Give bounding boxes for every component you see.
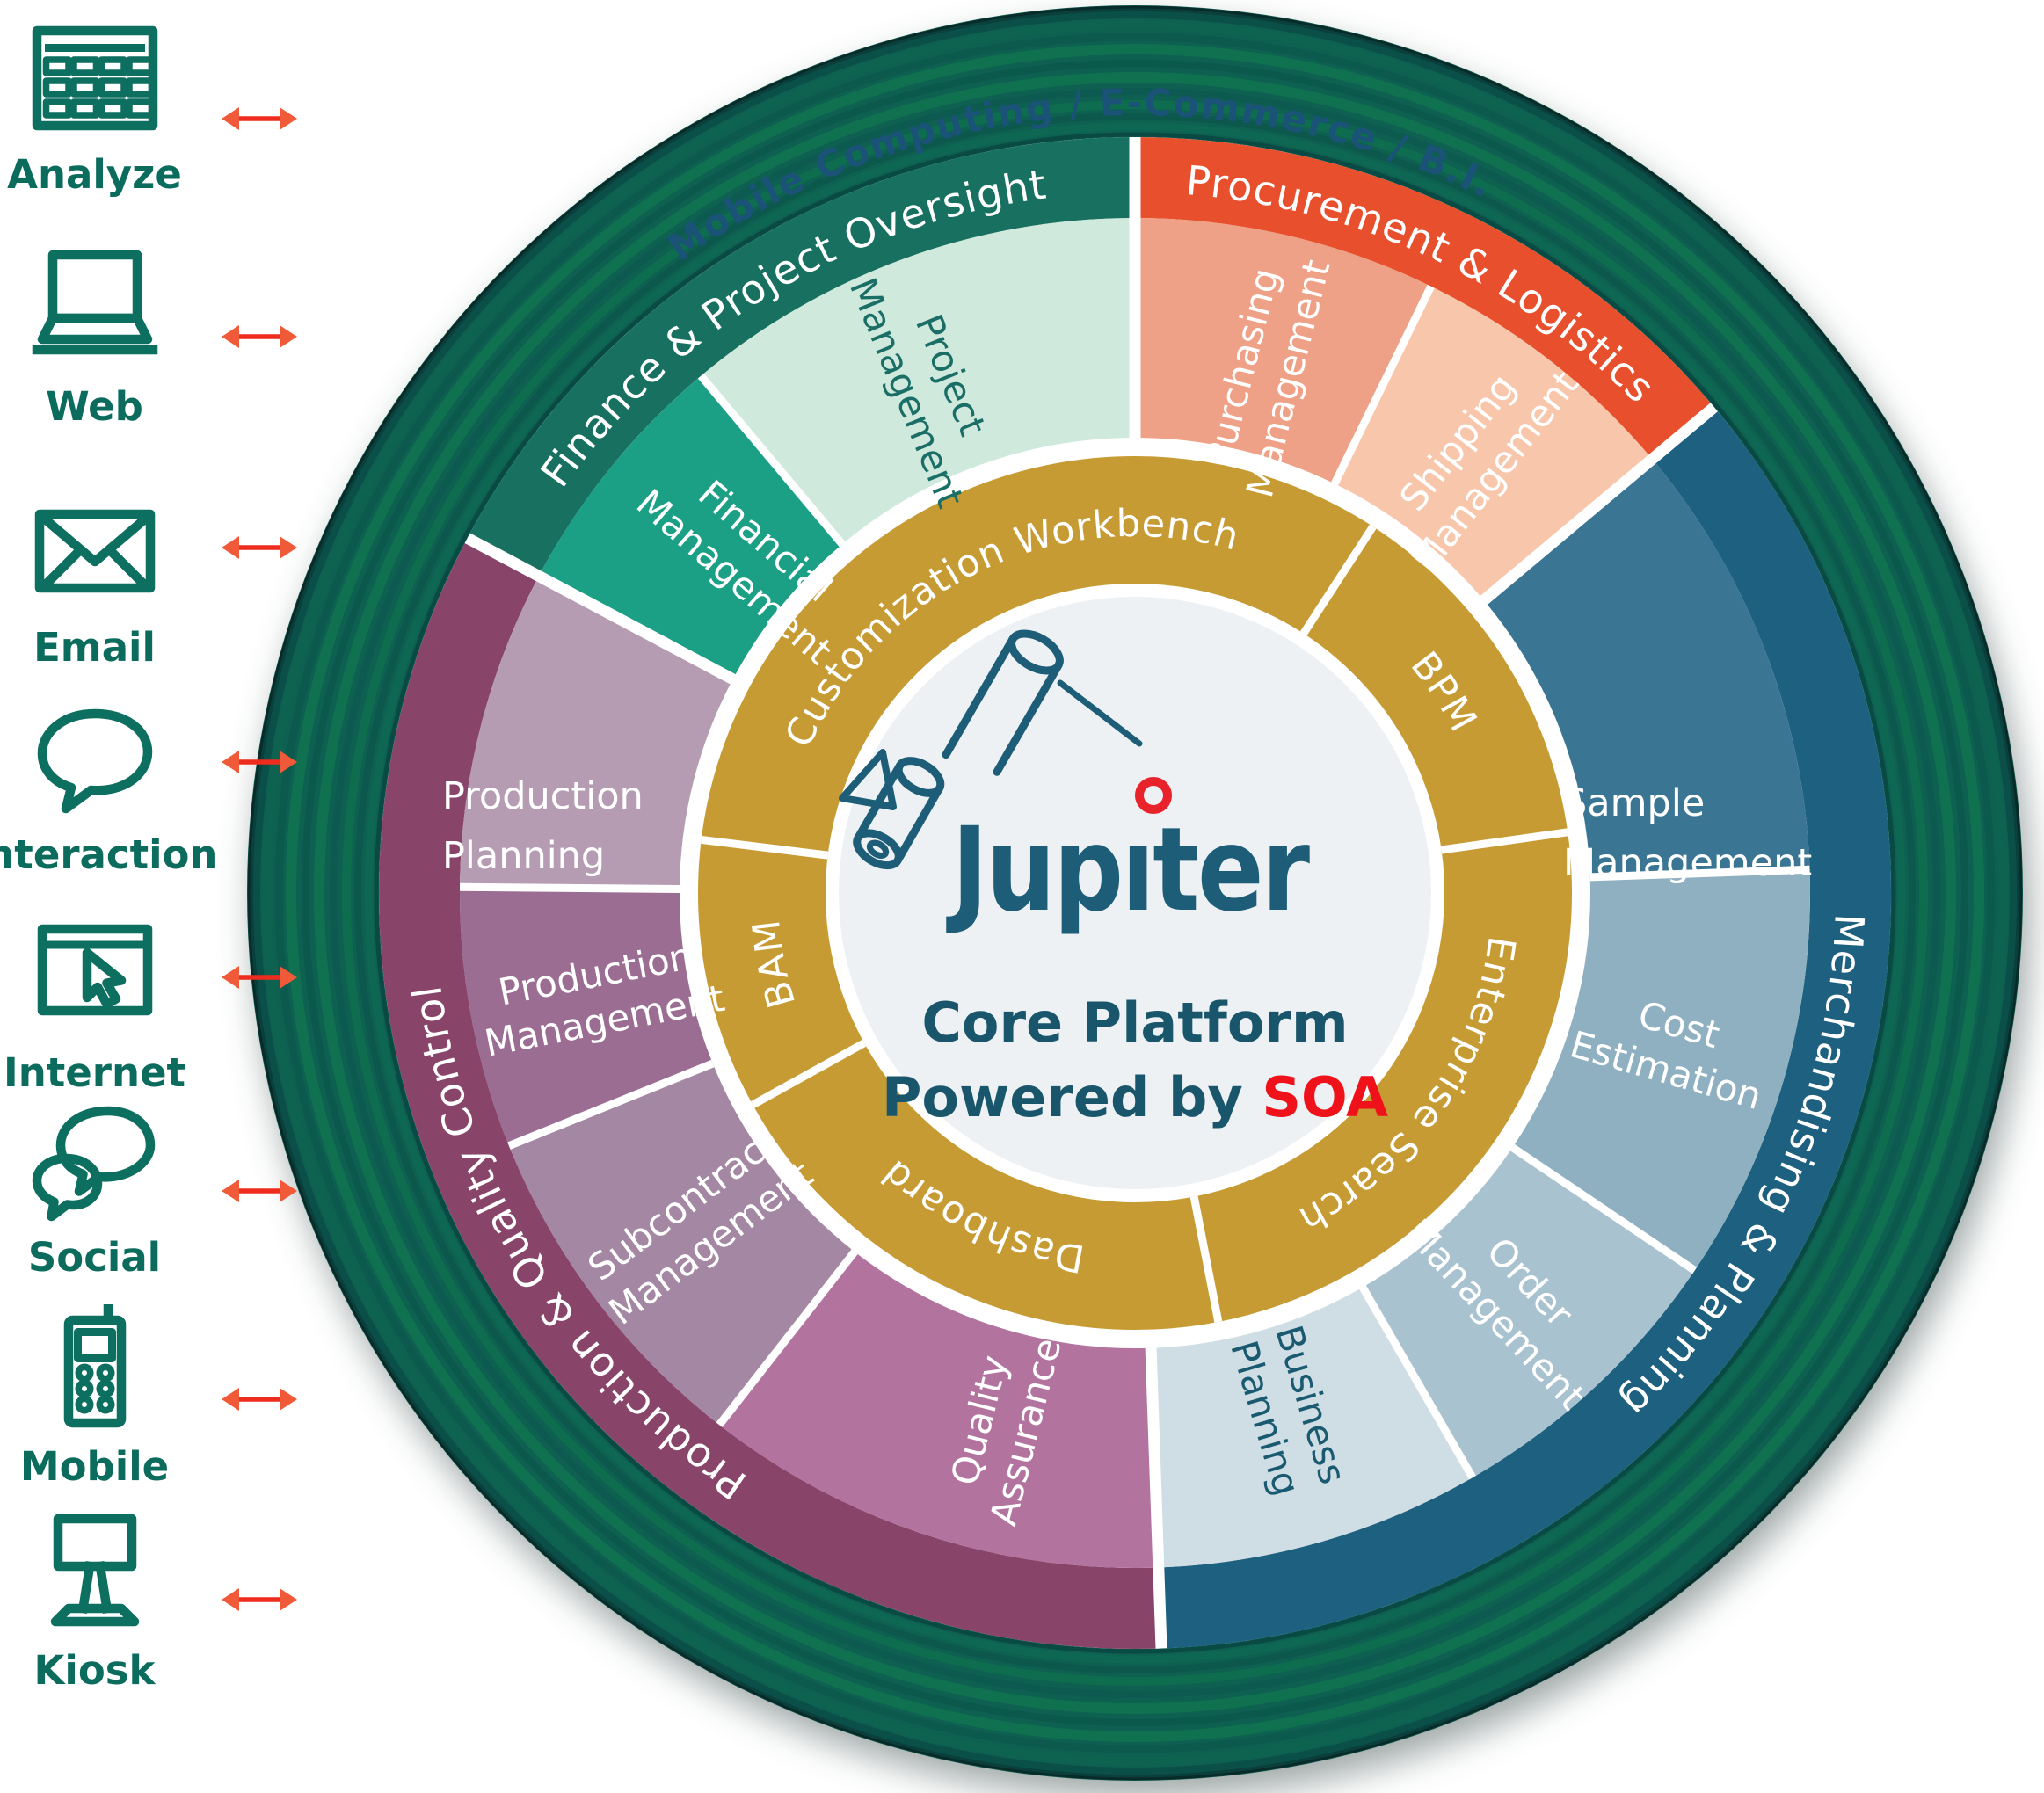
sync-arrow-icon xyxy=(220,531,299,568)
sync-arrow-icon xyxy=(220,1174,299,1211)
divider xyxy=(1480,455,1655,604)
social-icon xyxy=(32,1106,155,1222)
sector-finance-project-oversight xyxy=(467,137,1135,577)
segment-order-management xyxy=(1363,1147,1695,1478)
channel-label: Kiosk xyxy=(33,1647,156,1694)
channel-interaction: Interaction xyxy=(0,693,217,878)
channel-label: Analyze xyxy=(7,151,182,198)
segment-subcontract-management xyxy=(508,1063,855,1426)
hub-circle xyxy=(839,597,1431,1189)
divider xyxy=(751,1039,867,1108)
segment-production-planning xyxy=(460,576,733,889)
sync-arrow-icon xyxy=(220,102,299,139)
gold-ring xyxy=(698,456,1572,1330)
sector-merchandising-planning xyxy=(1158,407,1892,1649)
ring-texture-stripe xyxy=(274,33,1996,1753)
ring-texture-stripe xyxy=(354,113,1916,1673)
divider xyxy=(716,1249,858,1427)
channel-label: Social xyxy=(27,1234,162,1281)
divider xyxy=(459,882,680,893)
channel-label: Email xyxy=(33,624,156,671)
segment-business-planning xyxy=(1151,1287,1473,1568)
mobile-icon xyxy=(63,1304,126,1428)
divider xyxy=(1359,1285,1476,1480)
channel-label: Mobile xyxy=(19,1443,170,1490)
ring-texture-stripe xyxy=(364,122,1906,1664)
hub-title-line2: Powered by SOA xyxy=(882,1065,1388,1129)
ring-texture-stripe xyxy=(330,88,1940,1698)
web-icon xyxy=(32,250,157,355)
sync-arrow-icon xyxy=(220,320,299,357)
sync-arrow-icon xyxy=(220,961,299,998)
segment-sample-management xyxy=(1483,459,1810,877)
segment-quality-assurance xyxy=(719,1252,1159,1568)
ring-texture-stripe xyxy=(262,20,2008,1766)
jupiter-logo-text: Jupıter xyxy=(946,802,1310,938)
ring-texture-stripe xyxy=(314,72,1956,1714)
channel-mobile: Mobile xyxy=(0,1304,189,1490)
sync-arrow-icon xyxy=(220,745,299,782)
interaction-icon xyxy=(37,708,152,814)
channel-label: Interaction xyxy=(0,831,218,878)
wheel-rim xyxy=(247,5,2023,1781)
logo-i-dot-ring xyxy=(1135,777,1172,814)
channel-social: Social xyxy=(0,1095,189,1281)
segment-purchasing-management xyxy=(1135,218,1431,484)
soa-accent: SOA xyxy=(1262,1065,1388,1129)
sector-procurement-logistics xyxy=(1135,137,1714,460)
divider xyxy=(701,835,829,860)
fabric-rolls-icon xyxy=(839,629,1143,870)
analyze-icon xyxy=(32,25,157,131)
internet-icon xyxy=(37,924,152,1016)
kiosk-icon xyxy=(50,1514,139,1627)
divider xyxy=(1589,865,1810,882)
segment-financial-management xyxy=(538,375,842,679)
ring-texture-stripe xyxy=(342,100,1928,1686)
ring-texture-stripe xyxy=(374,132,1896,1654)
channel-email: Email xyxy=(0,485,189,671)
segment-cost-estimation xyxy=(1512,869,1810,1271)
channel-label: Web xyxy=(46,383,143,430)
sector-production-quality-control xyxy=(379,538,1162,1650)
sync-arrow-icon xyxy=(220,1383,299,1419)
divider xyxy=(1509,1143,1698,1274)
divider xyxy=(1440,828,1568,854)
divider xyxy=(1299,524,1377,636)
segment-project-management xyxy=(701,218,1135,545)
email-icon xyxy=(34,509,155,593)
channel-label: Internet xyxy=(3,1049,186,1096)
channel-list: Analyze Web Email Interaction Internet S… xyxy=(0,0,316,1793)
divider xyxy=(536,572,735,683)
ring-texture-stripe xyxy=(253,11,2017,1775)
sync-arrow-icon xyxy=(220,1583,299,1620)
divider xyxy=(507,1059,715,1150)
channel-kiosk: Kiosk xyxy=(0,1508,189,1694)
divider xyxy=(1189,1195,1223,1323)
ring-texture-stripe xyxy=(302,60,1968,1726)
ring-texture-stripe xyxy=(286,44,1984,1742)
channel-internet: Internet xyxy=(0,911,189,1096)
channel-web: Web xyxy=(0,244,189,430)
wheel-root: Mobile Computing / E-Commerce / B.I.Proc… xyxy=(247,5,2023,1781)
ring-texture-stripe xyxy=(248,6,2022,1780)
divider xyxy=(697,373,846,548)
divider xyxy=(1331,284,1435,486)
segment-production-management xyxy=(459,887,713,1146)
channel-analyze: Analyze xyxy=(0,12,189,198)
divider xyxy=(1146,1347,1163,1568)
hub-title-line1: Core Platform xyxy=(921,991,1348,1055)
